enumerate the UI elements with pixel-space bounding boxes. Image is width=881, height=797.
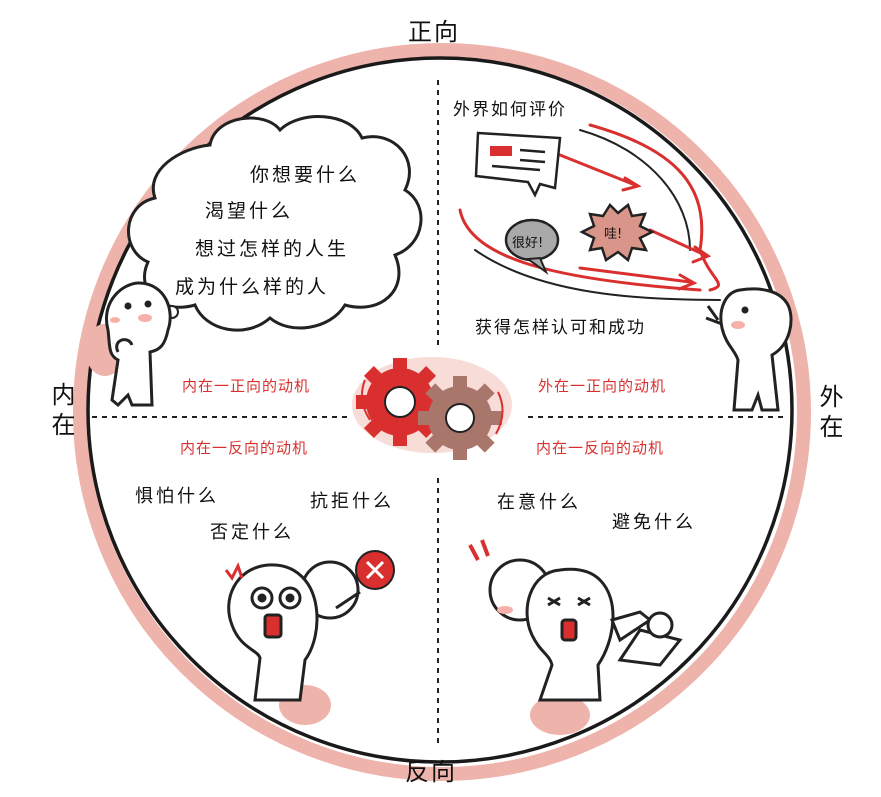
figure-anxious (468, 539, 683, 702)
bubble-wow-text: 哇! (604, 227, 623, 242)
axis-label-bottom: 反向 (405, 758, 457, 786)
motive-outer-negative: 内在一反向的动机 (536, 439, 665, 457)
red-streaks (458, 123, 721, 301)
desire-line-3: 想过怎样的人生 (195, 238, 350, 260)
main-circle (86, 56, 794, 764)
motive-inner-positive: 内在一正向的动机 (182, 377, 311, 395)
gears-graphic (352, 357, 512, 460)
figure-thinking (105, 281, 172, 408)
deny-text: 否定什么 (210, 522, 294, 543)
axis-label-right: 外在 (815, 384, 843, 444)
outer-rim (73, 43, 811, 781)
recognition-caption: 获得怎样认可和成功 (475, 318, 646, 338)
motive-inner-negative: 内在一反向的动机 (180, 439, 309, 457)
reject-icon (355, 550, 395, 590)
bubble-good-shape (504, 218, 560, 275)
avoid-text: 避免什么 (612, 512, 696, 533)
desire-line-1: 你想要什么 (250, 164, 361, 186)
rim-blob-bottom-right (530, 695, 590, 735)
bubble-wow-shape (579, 202, 655, 263)
thought-cloud (127, 115, 423, 332)
figure-listening (705, 287, 793, 412)
evaluation-title: 外界如何评价 (453, 100, 567, 120)
figure-scared (224, 560, 361, 702)
review-board-icon (474, 131, 562, 198)
fear-text: 惧怕什么 (135, 486, 219, 507)
care-text: 在意什么 (497, 492, 581, 513)
axis-label-left: 内在 (47, 382, 75, 442)
resist-text: 抗拒什么 (310, 491, 394, 512)
desire-line-4: 成为什么样的人 (175, 276, 330, 298)
desire-line-2: 渴望什么 (205, 200, 294, 222)
axis-label-top: 正向 (408, 18, 460, 46)
motive-outer-positive: 外在一正向的动机 (538, 377, 667, 395)
bubble-good-text: 很好! (512, 236, 544, 251)
